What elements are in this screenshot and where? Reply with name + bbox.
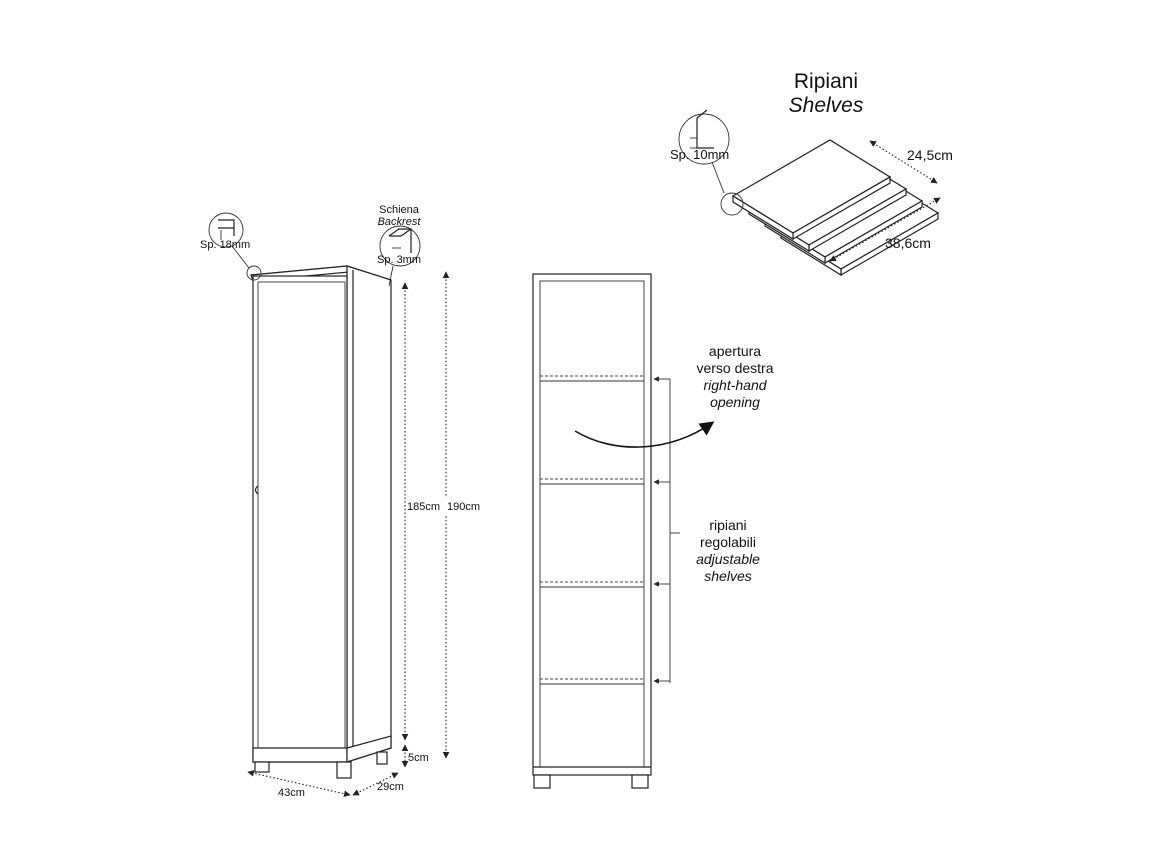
shelf-thickness-label: Sp. 10mm <box>670 147 729 162</box>
cabinet-foot-left <box>254 761 270 773</box>
svg-text:regolabili: regolabili <box>700 534 756 550</box>
cabinet-perspective: Sp. 18mm Schiena Backrest Sp. 3mm 185cm … <box>200 204 481 799</box>
door-knob <box>254 485 259 495</box>
svg-text:right-hand: right-hand <box>703 377 767 393</box>
cabinet-depth-label: 29cm <box>377 781 404 793</box>
backrest-detail-zoom-circle <box>379 225 421 267</box>
panel-detail-small-circle <box>246 265 262 281</box>
panel-detail-zoom-circle <box>208 212 244 248</box>
cabinet-foot-front <box>336 761 352 779</box>
adjustable-shelves-label: ripiani regolabili adjustable shelves <box>696 517 760 584</box>
cabinet-front-view <box>532 273 715 789</box>
shelves-title: Ripiani <box>794 70 858 93</box>
svg-text:ripiani: ripiani <box>709 517 746 533</box>
shelves-group: Ripiani Shelves <box>670 70 953 277</box>
svg-text:verso destra: verso destra <box>696 360 773 376</box>
cabinet-frame <box>532 273 652 776</box>
svg-text:apertura: apertura <box>709 343 761 359</box>
cabinet-door <box>252 275 348 763</box>
panel-thickness-label: Sp. 18mm <box>200 239 250 251</box>
opening-label: apertura verso destra right-hand opening <box>696 343 773 410</box>
shelf-detail-zoom-circle <box>678 113 730 165</box>
backrest-label-en: Backrest <box>378 216 422 228</box>
opening-arrow <box>574 421 715 448</box>
cabinet-width-label: 43cm <box>278 787 305 799</box>
shelves-subtitle: Shelves <box>789 94 864 117</box>
total-height-label: 190cm <box>447 501 480 513</box>
body-height-label: 185cm <box>407 501 440 513</box>
cabinet-width-dimension <box>247 770 351 797</box>
svg-text:shelves: shelves <box>704 568 751 584</box>
backrest-thickness-label: Sp. 3mm <box>377 254 421 266</box>
front-view-shelves <box>540 375 644 685</box>
front-foot-left <box>533 774 551 789</box>
shelf-width-dimension <box>829 197 941 262</box>
svg-text:adjustable: adjustable <box>696 551 760 567</box>
svg-text:opening: opening <box>710 394 760 410</box>
backrest-label: Schiena <box>379 204 420 216</box>
shelf-depth-label: 24,5cm <box>907 147 953 163</box>
front-foot-right <box>631 774 649 789</box>
cabinet-depth-dimension <box>352 772 399 796</box>
shelf-width-label: 38,6cm <box>885 235 931 251</box>
shelf-detail-small-circle <box>720 192 744 216</box>
foot-height-label: 5cm <box>408 752 429 764</box>
cabinet-foot-right <box>376 751 388 765</box>
